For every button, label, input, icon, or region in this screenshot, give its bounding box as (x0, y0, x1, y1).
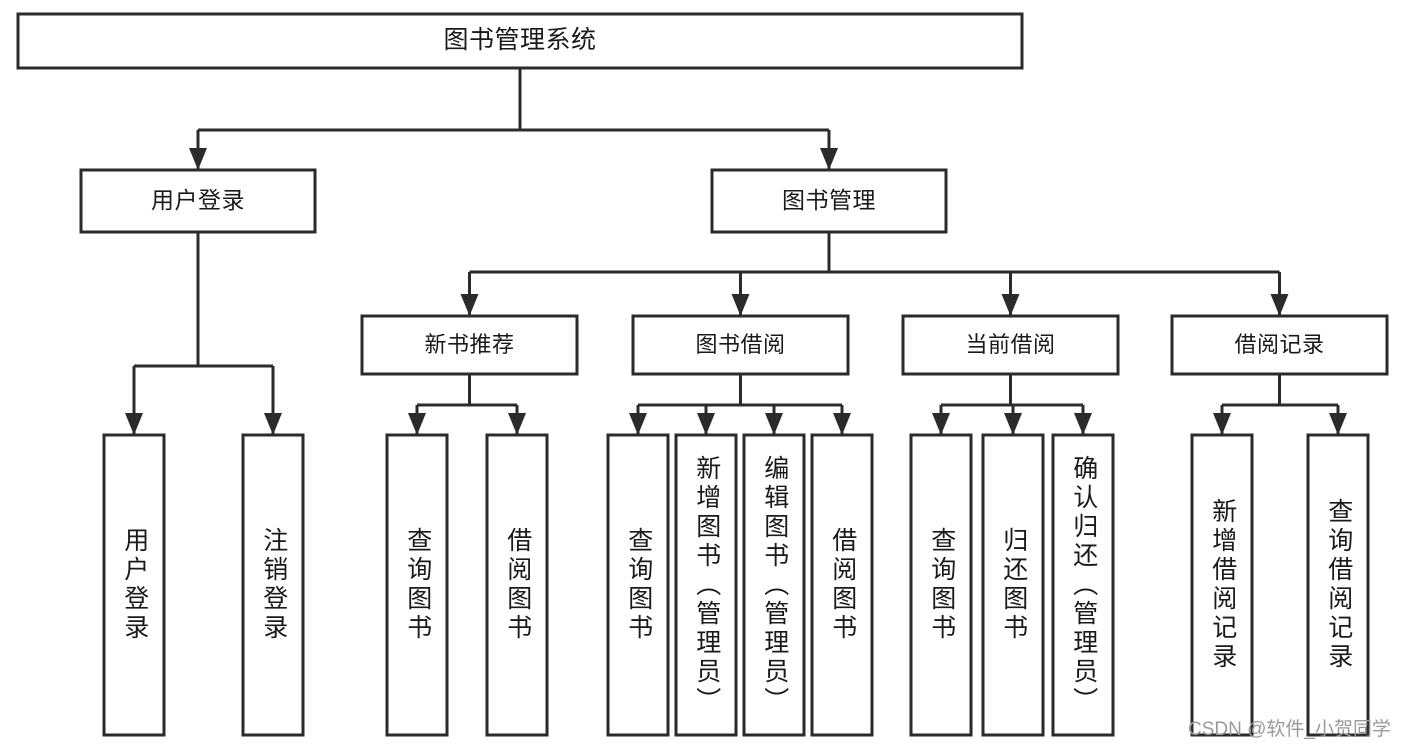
arrow-head-leaf-borrow-book (833, 413, 851, 435)
node-box-leaf-logout[interactable] (241, 433, 305, 737)
arrow-head-leaf-current-query (932, 413, 950, 435)
arrow-head-leaf-record-query (1329, 413, 1347, 435)
arrow-head-leaf-current-confirm (1074, 413, 1092, 435)
node-box-leaf-borrow-add[interactable] (674, 433, 738, 737)
arrow-head-book-borrow (731, 294, 750, 316)
watermark-text: CSDN @软件_小贺同学 (1188, 719, 1391, 740)
arrow-head-leaf-borrow-query (629, 413, 647, 435)
node-box-leaf-borrow-book[interactable] (810, 433, 874, 737)
node-box-leaf-current-return[interactable] (981, 433, 1045, 737)
edges-layer (125, 68, 1347, 435)
node-box-borrow-record[interactable] (1170, 314, 1389, 376)
node-box-leaf-record-add[interactable] (1190, 433, 1254, 737)
node-box-root[interactable] (16, 12, 1024, 70)
arrow-head-book-manage (820, 148, 838, 170)
node-box-leaf-recommend-query[interactable] (385, 433, 449, 737)
node-box-leaf-user-login[interactable] (102, 433, 166, 737)
arrow-head-leaf-recommend-query (408, 413, 426, 435)
node-box-book-borrow[interactable] (631, 314, 850, 376)
node-box-leaf-borrow-query[interactable] (606, 433, 670, 737)
node-box-leaf-current-query[interactable] (909, 433, 973, 737)
node-box-leaf-record-query[interactable] (1306, 433, 1370, 737)
arrow-head-leaf-borrow-add (697, 413, 715, 435)
node-box-leaf-borrow-edit[interactable] (742, 433, 806, 737)
arrow-head-leaf-record-add (1213, 413, 1231, 435)
node-box-book-manage[interactable] (710, 168, 948, 234)
arrow-head-leaf-current-return (1004, 413, 1022, 435)
arrow-head-new-book-recommend (460, 294, 479, 316)
arrow-head-borrow-record (1270, 294, 1289, 316)
arrow-head-current-borrow (1001, 294, 1020, 316)
node-box-new-book-recommend[interactable] (360, 314, 579, 376)
arrow-head-leaf-borrow-edit (765, 413, 783, 435)
arrow-head-leaf-recommend-borrow (508, 413, 526, 435)
node-box-leaf-current-confirm[interactable] (1051, 433, 1115, 737)
node-box-leaf-recommend-borrow[interactable] (485, 433, 549, 737)
arrow-head-leaf-user-login (125, 413, 143, 435)
arrow-head-user-login (189, 148, 207, 170)
node-box-current-borrow[interactable] (901, 314, 1120, 376)
node-box-user-login[interactable] (79, 168, 317, 234)
boxes-layer (16, 12, 1389, 737)
arrow-head-leaf-logout (264, 413, 282, 435)
